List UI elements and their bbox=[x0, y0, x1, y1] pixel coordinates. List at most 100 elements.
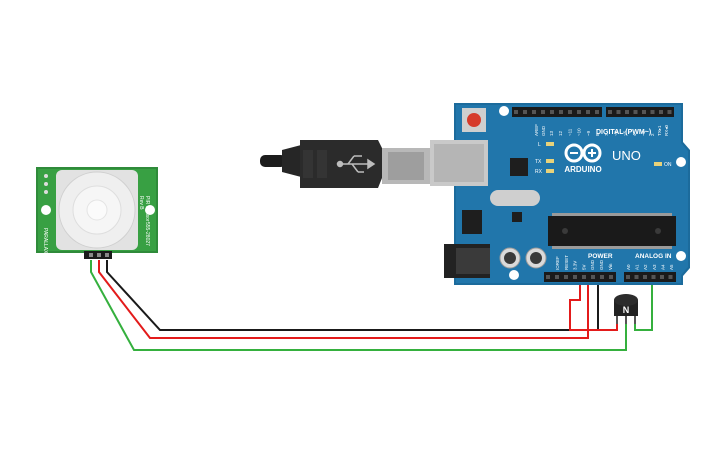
header-hole bbox=[546, 275, 550, 279]
header-hole bbox=[642, 110, 646, 114]
rx-pin-label: RX◂0 bbox=[664, 124, 669, 136]
analog-header-label: ANALOG IN bbox=[635, 253, 672, 260]
pin-label: A2 bbox=[643, 264, 648, 270]
on-label: ON bbox=[664, 162, 672, 168]
pin-label: ~3 bbox=[641, 130, 646, 136]
header-hole bbox=[608, 110, 612, 114]
aref-label: AREF bbox=[534, 124, 539, 136]
usb-icon bbox=[336, 155, 376, 173]
usb-chip bbox=[510, 158, 528, 176]
reset-button[interactable] bbox=[462, 108, 486, 132]
wire-green-signal[interactable] bbox=[90, 260, 627, 351]
header-hole bbox=[595, 110, 599, 114]
pin-label: A4 bbox=[660, 264, 665, 270]
pin-label: ~11 bbox=[567, 128, 572, 136]
small-chip bbox=[512, 212, 522, 222]
arduino-model-text: UNO bbox=[612, 148, 641, 163]
pir-pads bbox=[44, 174, 48, 194]
header-hole bbox=[659, 110, 663, 114]
header-holes bbox=[514, 110, 673, 279]
pir-mount-hole bbox=[145, 205, 155, 215]
mount-hole bbox=[509, 270, 519, 280]
wires bbox=[90, 260, 653, 351]
digital-header-label: DIGITAL (PWM~) bbox=[596, 129, 651, 136]
pir-label-top-1: PIR Sensor bbox=[144, 196, 150, 222]
header-hole bbox=[541, 110, 545, 114]
led-on bbox=[654, 162, 662, 166]
pir-label-top-2: Rev B bbox=[138, 196, 144, 210]
pin-label: Vin bbox=[608, 263, 613, 270]
pin-label: GND bbox=[599, 259, 604, 270]
pin-label: ~6 bbox=[613, 130, 618, 136]
arduino-uno-board[interactable]: ARDUINO UNO DIGITAL (PWM~) POWER ANALOG … bbox=[430, 103, 690, 285]
header-hole bbox=[625, 110, 629, 114]
pin-label: 4 bbox=[632, 133, 637, 136]
pin-label: ~9 bbox=[586, 130, 591, 136]
led-l bbox=[546, 142, 554, 146]
header-hole bbox=[564, 275, 568, 279]
pin-label: 7 bbox=[604, 133, 609, 136]
header-hole bbox=[667, 110, 672, 114]
mount-hole bbox=[499, 106, 509, 116]
header-hole bbox=[550, 110, 554, 114]
pin-label: A0 bbox=[626, 264, 631, 270]
rx-label: RX bbox=[535, 169, 543, 175]
bottom-headers[interactable] bbox=[544, 272, 676, 282]
header-hole bbox=[577, 110, 581, 114]
usb-cable[interactable] bbox=[260, 140, 430, 188]
pir-pin-header[interactable] bbox=[84, 251, 112, 259]
header-hole bbox=[523, 110, 527, 114]
power-header-label: POWER bbox=[588, 253, 613, 260]
mount-hole bbox=[676, 251, 686, 261]
pir-label-part: 555-28027 bbox=[144, 222, 150, 246]
tx-pin-label: TX▸1 bbox=[657, 125, 662, 136]
pir-label-brand: PARALLAX bbox=[42, 228, 48, 254]
power-jack[interactable] bbox=[444, 244, 490, 278]
header-hole bbox=[586, 110, 590, 114]
arduino-brand-text: ARDUINO bbox=[564, 165, 601, 174]
digital-header-top[interactable] bbox=[512, 107, 674, 117]
header-hole bbox=[573, 275, 577, 279]
atmega-chip bbox=[548, 213, 676, 249]
header-hole bbox=[651, 275, 656, 279]
pin-label: ~10 bbox=[577, 128, 582, 136]
header-hole bbox=[591, 275, 595, 279]
fresnel-dome-icon bbox=[58, 171, 136, 249]
header-hole bbox=[650, 110, 655, 114]
header-hole bbox=[609, 275, 613, 279]
digital-pin-labels: 13 12 ~11 ~10 ~9 8 7 ~6 ~5 4 ~3 2 bbox=[549, 128, 655, 136]
header-hole bbox=[514, 110, 518, 114]
header-hole bbox=[634, 275, 639, 279]
pin-label: 12 bbox=[558, 130, 563, 136]
wire-red-transistor[interactable] bbox=[569, 278, 618, 331]
npn-transistor[interactable]: N bbox=[614, 294, 638, 324]
pir-sensor[interactable]: PIR Sensor Rev B 555-28027 PARALLAX bbox=[36, 167, 158, 259]
pin-label: 8 bbox=[595, 133, 600, 136]
pin-label: A1 bbox=[635, 264, 640, 270]
l-label: L bbox=[538, 142, 541, 148]
header-hole bbox=[668, 275, 673, 279]
mount-hole bbox=[676, 157, 686, 167]
header-hole bbox=[532, 110, 536, 114]
header-hole bbox=[616, 110, 621, 114]
regulator bbox=[462, 210, 482, 234]
header-hole bbox=[559, 110, 563, 114]
wire-red-5v[interactable] bbox=[98, 260, 589, 339]
pin-label: ~5 bbox=[623, 130, 628, 136]
arduino-logo-icon bbox=[564, 143, 602, 163]
header-hole bbox=[626, 275, 630, 279]
pin-label: 5V bbox=[581, 264, 586, 270]
pin-label: GND bbox=[590, 259, 595, 270]
usb-b-port[interactable] bbox=[430, 140, 488, 186]
tx-label: TX bbox=[535, 159, 542, 165]
header-hole bbox=[582, 275, 586, 279]
pin-label: 2 bbox=[650, 133, 655, 136]
pin-label: A3 bbox=[652, 264, 657, 270]
wire-black-gnd[interactable] bbox=[106, 260, 599, 331]
pin-label: IOREF bbox=[555, 256, 560, 270]
header-hole bbox=[568, 110, 572, 114]
pin-label: 13 bbox=[549, 130, 554, 136]
